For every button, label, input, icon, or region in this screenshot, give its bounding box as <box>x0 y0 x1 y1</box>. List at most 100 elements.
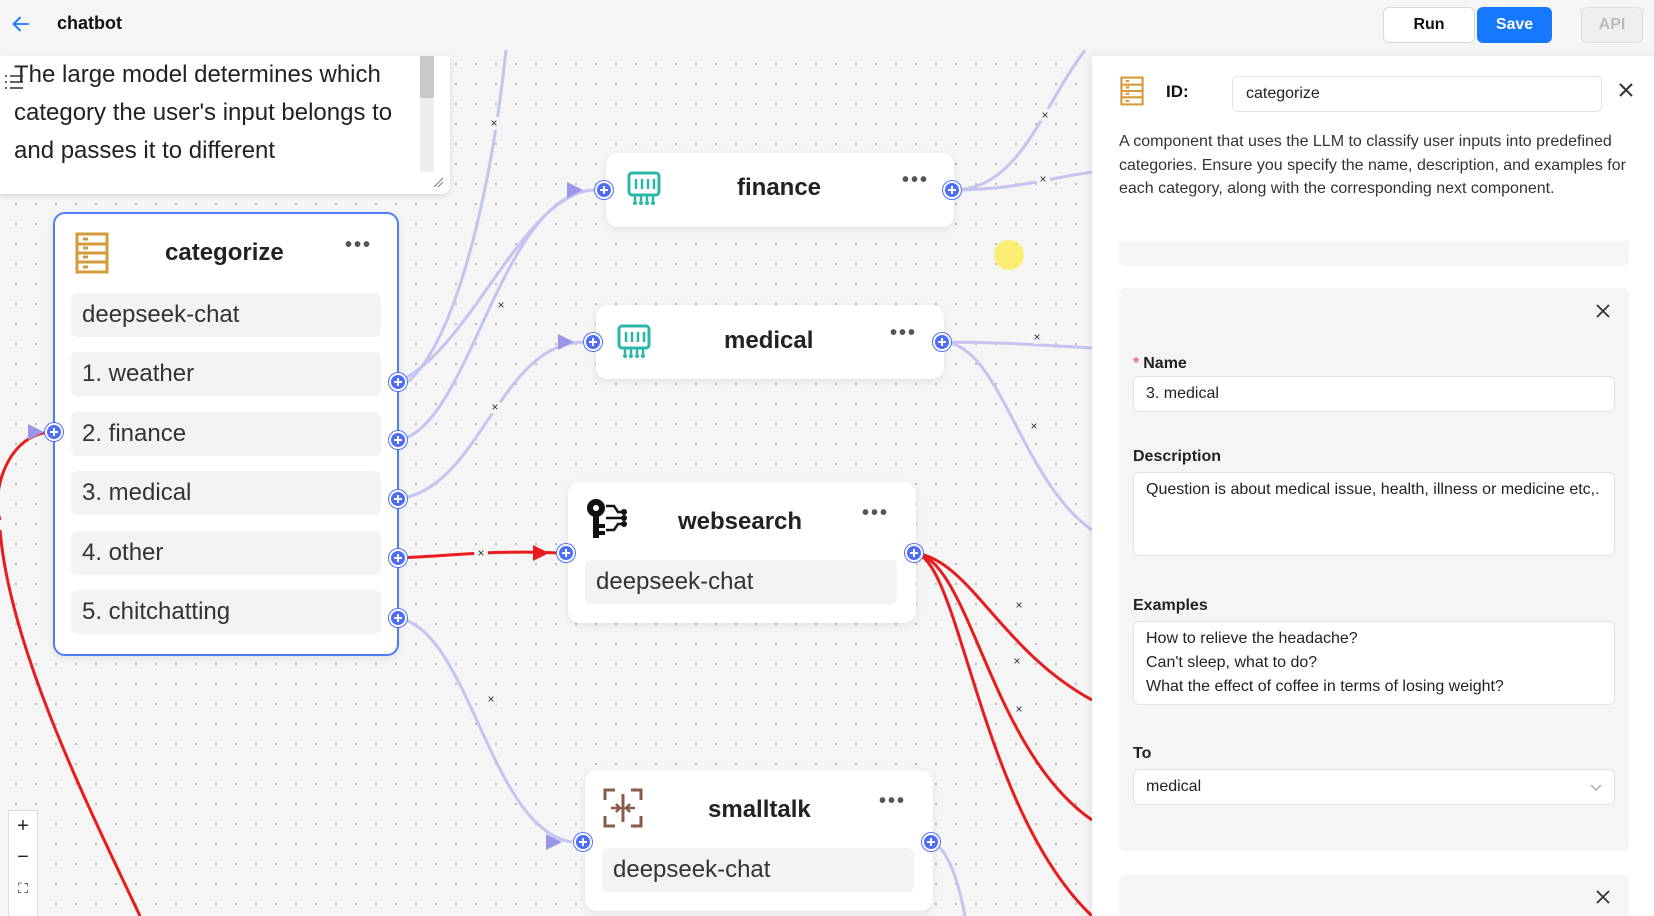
category-item[interactable]: 4. other <box>71 531 381 575</box>
id-input[interactable]: categorize <box>1232 76 1602 112</box>
arrow-head <box>28 424 44 440</box>
edge-upper-1 <box>406 50 508 384</box>
more-options-button[interactable]: ••• <box>862 502 890 524</box>
note-scrollbar[interactable] <box>420 56 434 98</box>
delete-edge-icon[interactable]: × <box>484 692 498 706</box>
chitchat-output-handle[interactable] <box>389 609 407 627</box>
name-field[interactable]: 3. medical <box>1133 376 1615 412</box>
categorize-input-handle[interactable] <box>45 423 63 441</box>
edge-medical <box>397 340 586 501</box>
examples-label: Examples <box>1133 597 1208 614</box>
arrow-head <box>567 182 583 198</box>
delete-edge-icon[interactable]: × <box>474 546 488 560</box>
category-item[interactable]: 5. chitchatting <box>71 590 381 634</box>
close-icon[interactable] <box>1595 303 1611 319</box>
page-title: chatbot <box>57 13 122 33</box>
categorize-icon <box>1120 76 1144 106</box>
arrow-head <box>533 545 549 561</box>
more-options-button[interactable]: ••• <box>902 169 930 191</box>
smalltalk-node[interactable]: smalltalk ••• deepseek-chat <box>585 770 933 911</box>
category-item[interactable]: 3. medical <box>71 471 381 515</box>
category-item[interactable]: 1. weather <box>71 352 381 396</box>
more-options-button[interactable]: ••• <box>879 790 907 812</box>
node-title: finance <box>737 174 822 201</box>
category-card: *Name 3. medical Description Question is… <box>1119 288 1629 851</box>
fit-view-button[interactable]: ⛶ <box>18 880 28 896</box>
category-item[interactable]: 2. finance <box>71 412 381 456</box>
message-icon <box>603 788 643 828</box>
zoom-in-button[interactable]: + <box>17 815 29 837</box>
websearch-input-handle[interactable] <box>557 544 575 562</box>
model-chip: deepseek-chat <box>585 560 897 604</box>
smalltalk-output-handle[interactable] <box>922 833 940 851</box>
delete-edge-icon[interactable]: × <box>1030 330 1044 344</box>
arrow-left-icon[interactable] <box>10 13 32 35</box>
delete-edge-icon[interactable]: × <box>488 400 502 414</box>
weather-output-handle[interactable] <box>389 373 407 391</box>
id-label: ID: <box>1166 82 1189 101</box>
category-card-next <box>1119 875 1629 916</box>
description-field[interactable]: Question is about medical issue, health,… <box>1133 472 1615 556</box>
medical-input-handle[interactable] <box>584 333 602 351</box>
close-icon[interactable] <box>1617 81 1635 99</box>
arrow-head <box>558 334 574 350</box>
categorize-node[interactable]: categorize ••• deepseek-chat 1. weather … <box>53 212 399 656</box>
smalltalk-input-handle[interactable] <box>574 833 592 851</box>
websearch-node[interactable]: websearch ••• deepseek-chat <box>568 482 916 623</box>
finance-output-handle[interactable] <box>389 431 407 449</box>
run-button[interactable]: Run <box>1383 7 1475 43</box>
finance-input-handle[interactable] <box>595 181 613 199</box>
list-icon[interactable] <box>4 74 24 90</box>
more-options-button[interactable]: ••• <box>890 322 918 344</box>
to-select[interactable]: medical <box>1133 769 1615 805</box>
websearch-output-handle[interactable] <box>905 544 923 562</box>
edge-smalltalk-out <box>931 840 967 916</box>
name-label: *Name <box>1133 355 1187 372</box>
delete-edge-icon[interactable]: × <box>1010 654 1024 668</box>
save-button[interactable]: Save <box>1477 7 1552 43</box>
node-title: smalltalk <box>708 796 811 823</box>
description-label: Description <box>1133 448 1222 465</box>
edge-finance-out-1 <box>951 50 1087 192</box>
hand-cursor-icon <box>994 240 1024 270</box>
medical-output-handle[interactable] <box>389 490 407 508</box>
category-card-previous <box>1119 241 1629 266</box>
flow-canvas[interactable]: The large model determines which categor… <box>0 50 1092 916</box>
delete-edge-icon[interactable]: × <box>1027 419 1041 433</box>
more-options-button[interactable]: ••• <box>345 234 373 256</box>
resize-handle-icon[interactable] <box>432 176 444 188</box>
node-title: websearch <box>678 508 803 535</box>
medical-node-output-handle[interactable] <box>933 333 951 351</box>
category-list[interactable]: *Name 3. medical Description Question is… <box>1119 241 1629 916</box>
finance-node[interactable]: finance ••• <box>606 153 954 227</box>
edge-finance-out-2 <box>951 170 1092 192</box>
to-label: To <box>1133 745 1152 762</box>
delete-edge-icon[interactable]: × <box>494 298 508 312</box>
close-icon[interactable] <box>1595 889 1611 905</box>
edge-left-red <box>0 529 142 916</box>
other-output-handle[interactable] <box>389 549 407 567</box>
edge-medical-out-1 <box>941 340 1092 350</box>
zoom-controls: + − ⛶ <box>8 810 38 916</box>
edge-web-out-3 <box>914 551 1092 916</box>
delete-edge-icon[interactable]: × <box>1036 172 1050 186</box>
delete-edge-icon[interactable]: × <box>487 116 501 130</box>
medical-node[interactable]: medical ••• <box>596 305 944 379</box>
delete-edge-icon[interactable]: × <box>1012 598 1026 612</box>
properties-panel: ID: categorize A component that uses the… <box>1092 56 1654 916</box>
edge-web-out-2 <box>914 551 1092 822</box>
node-title: medical <box>724 327 814 354</box>
delete-edge-icon[interactable]: × <box>1038 108 1052 122</box>
examples-field[interactable]: How to relieve the headache? Can't sleep… <box>1133 621 1615 705</box>
chip-icon <box>627 171 661 205</box>
model-chip: deepseek-chat <box>71 293 381 337</box>
edge-web-out-1 <box>914 551 1092 702</box>
delete-edge-icon[interactable]: × <box>1012 702 1026 716</box>
zoom-out-button[interactable]: − <box>17 846 29 868</box>
note-text: The large model determines which categor… <box>14 61 393 164</box>
api-button[interactable]: API <box>1581 7 1643 43</box>
note-node[interactable]: The large model determines which categor… <box>0 56 450 194</box>
to-select-value: medical <box>1146 778 1202 795</box>
model-chip: deepseek-chat <box>602 848 914 892</box>
finance-node-output-handle[interactable] <box>943 181 961 199</box>
